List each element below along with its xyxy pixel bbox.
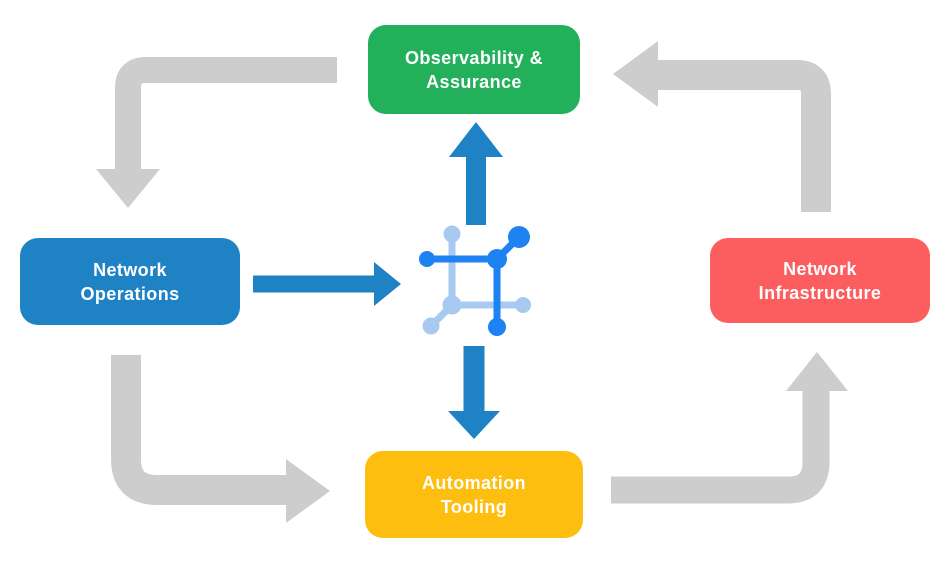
arrow-observability-to-operations bbox=[96, 57, 337, 208]
arrow-center-to-automation bbox=[448, 346, 500, 439]
node-network-infrastructure: Network Infrastructure bbox=[710, 238, 930, 323]
network-automation-icon bbox=[419, 225, 531, 336]
arrow-center-to-observability bbox=[449, 122, 503, 225]
node-observability-assurance: Observability & Assurance bbox=[368, 25, 580, 114]
arrow-operations-to-automation bbox=[111, 355, 330, 523]
arrow-operations-to-center bbox=[253, 262, 401, 306]
arrow-infrastructure-to-observability bbox=[613, 41, 831, 212]
node-network-operations: Network Operations bbox=[20, 238, 240, 325]
arrow-automation-to-infrastructure bbox=[611, 352, 848, 504]
node-automation-tooling: Automation Tooling bbox=[365, 451, 583, 538]
